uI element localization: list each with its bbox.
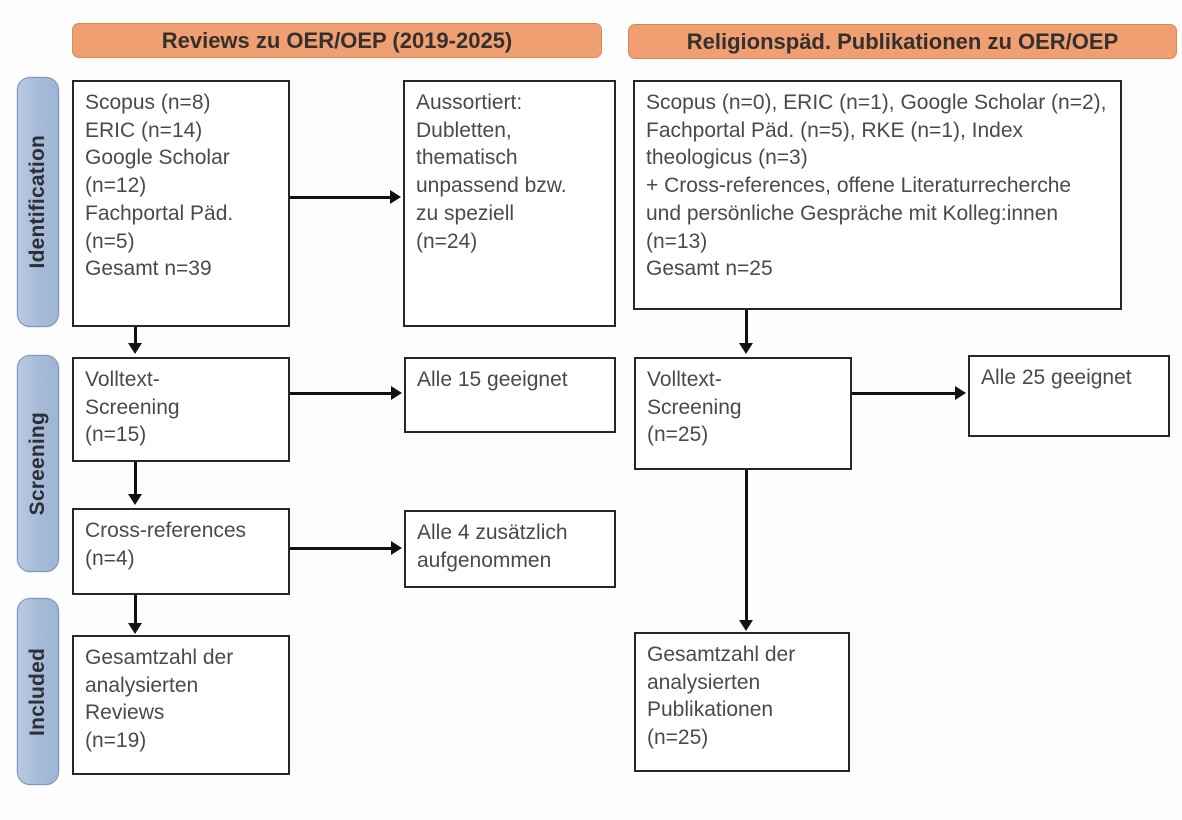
arrowhead-down-icon bbox=[128, 494, 142, 505]
box-line: Gesamtzahl der bbox=[647, 643, 796, 666]
box-line: Dubletten, bbox=[416, 118, 512, 142]
box-left-crossrefs: Cross-references (n=4) bbox=[72, 508, 290, 595]
box-line: Scopus (n=8) bbox=[85, 91, 211, 114]
arrowhead-down-icon bbox=[128, 623, 142, 634]
box-right-fulltext-screening: Volltext- Screening (n=25) bbox=[634, 357, 852, 470]
box-left-crossrefs-result: Alle 4 zusätzlich aufgenommen bbox=[404, 510, 616, 588]
box-line: Alle 15 geeignet bbox=[417, 368, 568, 391]
connector-left-ident-to-excluded bbox=[290, 196, 390, 199]
box-line: + Cross-references, offene Literaturrech… bbox=[646, 174, 1072, 198]
box-line: Gesamtzahl der bbox=[85, 646, 234, 669]
stage-label-included: Included bbox=[26, 647, 49, 736]
box-line: (n=25) bbox=[647, 423, 709, 447]
box-line: Screening bbox=[647, 395, 742, 419]
column-banner-religionspaed: Religionspäd. Publikationen zu OER/OEP bbox=[628, 24, 1177, 59]
box-line: (n=24) bbox=[416, 229, 478, 253]
connector-left-crossrefs-to-included bbox=[134, 595, 137, 623]
arrowhead-right-icon bbox=[955, 386, 966, 400]
box-line: Aussortiert: bbox=[416, 91, 523, 114]
stage-pill-screening: Screening bbox=[17, 355, 59, 572]
column-banner-reviews-label: Reviews zu OER/OEP (2019-2025) bbox=[161, 27, 513, 53]
box-line: Google Scholar bbox=[85, 146, 230, 170]
arrowhead-right-icon bbox=[390, 190, 401, 204]
box-line: analysierten bbox=[647, 670, 761, 694]
connector-left-fulltext-to-result bbox=[290, 392, 391, 395]
box-line: Volltext- bbox=[85, 368, 160, 391]
arrowhead-down-icon bbox=[128, 343, 142, 354]
box-line: theologicus (n=3) bbox=[646, 146, 808, 170]
column-banner-religionspaed-label: Religionspäd. Publikationen zu OER/OEP bbox=[686, 28, 1119, 54]
connector-left-fulltext-to-crossrefs bbox=[134, 462, 137, 494]
box-left-excluded: Aussortiert: Dubletten, thematisch unpas… bbox=[403, 80, 616, 327]
box-line: zu speziell bbox=[416, 201, 515, 225]
box-line: (n=4) bbox=[85, 546, 135, 570]
box-left-identification: Scopus (n=8) ERIC (n=14) Google Scholar … bbox=[72, 80, 290, 327]
box-line: unpassend bzw. bbox=[416, 174, 567, 198]
box-line: (n=15) bbox=[85, 423, 147, 447]
box-line: (n=5) bbox=[85, 229, 135, 253]
stage-label-identification: Identification bbox=[26, 135, 49, 269]
box-line: Gesamt n=39 bbox=[85, 257, 212, 281]
stage-label-screening: Screening bbox=[26, 411, 49, 516]
box-right-fulltext-result: Alle 25 geeignet bbox=[968, 355, 1170, 437]
box-line: Reviews bbox=[85, 701, 165, 725]
arrowhead-right-icon bbox=[391, 541, 402, 555]
box-line: Fachportal Päd. bbox=[85, 201, 234, 225]
box-line: Volltext- bbox=[647, 368, 722, 391]
connector-right-ident-to-fulltext bbox=[745, 310, 748, 343]
column-banner-reviews: Reviews zu OER/OEP (2019-2025) bbox=[72, 23, 602, 58]
box-line: (n=12) bbox=[85, 174, 147, 198]
box-line: und persönliche Gespräche mit Kolleg:inn… bbox=[646, 201, 1059, 225]
connector-left-crossrefs-to-result bbox=[290, 547, 391, 550]
box-left-included: Gesamtzahl der analysierten Reviews (n=1… bbox=[72, 635, 290, 775]
box-left-fulltext-screening: Volltext- Screening (n=15) bbox=[72, 357, 290, 462]
box-line: Fachportal Päd. (n=5), RKE (n=1), Index bbox=[646, 118, 1024, 142]
stage-pill-identification: Identification bbox=[17, 77, 59, 327]
box-line: Screening bbox=[85, 395, 180, 419]
box-left-fulltext-result: Alle 15 geeignet bbox=[404, 357, 616, 433]
box-line: Alle 25 geeignet bbox=[981, 366, 1132, 389]
box-line: (n=13) bbox=[646, 229, 708, 253]
box-right-identification: Scopus (n=0), ERIC (n=1), Google Scholar… bbox=[633, 80, 1122, 310]
box-line: ERIC (n=14) bbox=[85, 118, 203, 142]
box-line: Cross-references bbox=[85, 519, 247, 542]
box-line: Scopus (n=0), ERIC (n=1), Google Scholar… bbox=[646, 91, 1107, 114]
box-right-included: Gesamtzahl der analysierten Publikatione… bbox=[634, 632, 850, 772]
arrowhead-down-icon bbox=[739, 620, 753, 631]
box-line: analysierten bbox=[85, 673, 199, 697]
stage-pill-included: Included bbox=[17, 598, 59, 785]
connector-right-fulltext-to-result bbox=[852, 392, 955, 395]
box-line: Gesamt n=25 bbox=[646, 257, 773, 281]
box-line: Alle 4 zusätzlich bbox=[417, 521, 568, 544]
box-line: thematisch bbox=[416, 146, 518, 170]
box-line: (n=25) bbox=[647, 726, 709, 750]
box-line: aufgenommen bbox=[417, 548, 552, 572]
connector-left-ident-to-fulltext bbox=[134, 327, 137, 343]
arrowhead-down-icon bbox=[739, 343, 753, 354]
box-line: Publikationen bbox=[647, 698, 774, 722]
connector-right-fulltext-to-included bbox=[745, 470, 748, 620]
box-line: (n=19) bbox=[85, 729, 147, 753]
arrowhead-right-icon bbox=[391, 386, 402, 400]
